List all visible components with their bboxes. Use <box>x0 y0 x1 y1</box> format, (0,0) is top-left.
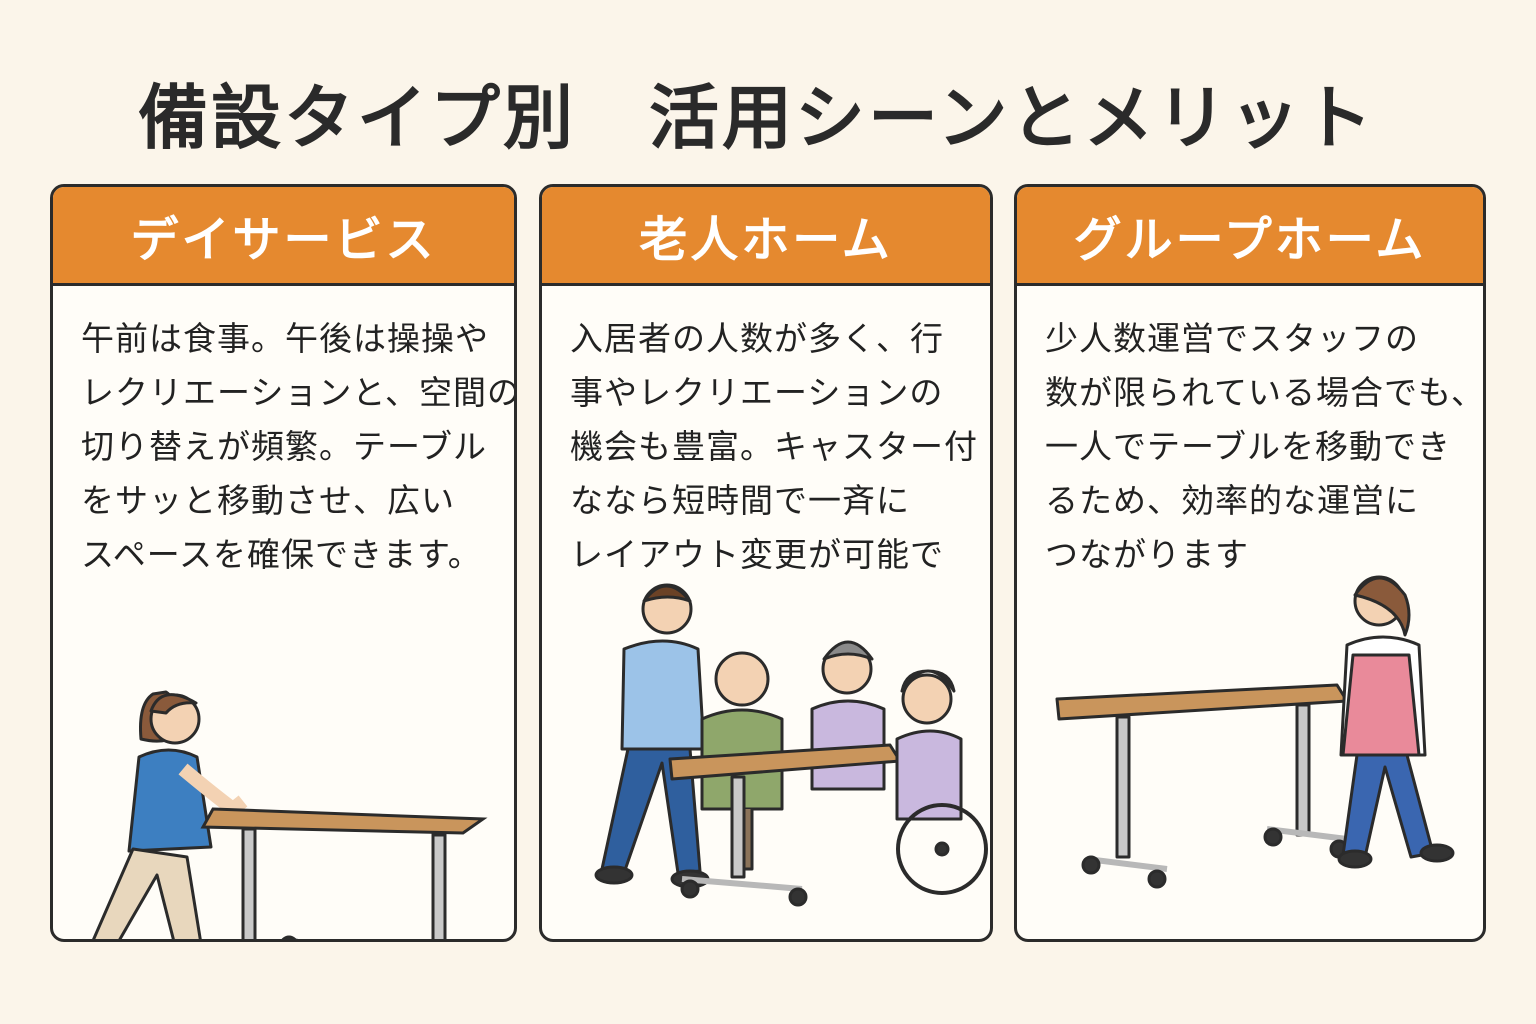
description-line: 数が限られている場合でも、 <box>1045 373 1486 412</box>
description-line: 切り替えが頻繁。テーブル <box>81 427 488 466</box>
description-line: 入居者の人数が多く、行 <box>570 319 944 358</box>
table-figure <box>200 807 488 939</box>
description-line: レイアウト変更が可能で <box>570 535 944 574</box>
card-group-home: グループホーム 少人数運営でスタッフの 数が限られている場合でも、 一人でテーブ… <box>1014 184 1486 942</box>
resident-in-wheelchair <box>895 669 988 895</box>
description-line: スペースを確保できます。 <box>81 535 482 574</box>
description-line: をサッと移動させ、広い <box>81 481 455 520</box>
description-line: 午前は食事。午後は操操や <box>81 319 489 358</box>
caregiver-figure <box>1337 575 1455 869</box>
residents-around-table-illustration <box>594 583 988 907</box>
table-figure <box>1055 683 1349 889</box>
table-figure <box>668 743 902 907</box>
description-line: レクリエーションと、空間の <box>81 373 517 412</box>
card-description: 入居者の人数が多く、行 事やレクリエーションの 機会も豊富。キャスター付 ななら… <box>542 286 990 582</box>
description-line: つながります <box>1045 535 1249 574</box>
description-line: 少人数運営でスタッフの <box>1045 319 1419 358</box>
card-nursing-home: 老人ホーム 入居者の人数が多く、行 事やレクリエーションの 機会も豊富。キャスタ… <box>539 184 993 942</box>
caregiver-moving-table-illustration <box>1055 575 1455 889</box>
description-line: ななら短時間で一斉に <box>570 481 910 520</box>
description-line: 機会も豊富。キャスター付 <box>570 427 978 466</box>
description-line: 一人でテーブルを移動でき <box>1045 427 1452 466</box>
description-line: 事やレクリエーションの <box>570 373 944 412</box>
staff-figure <box>92 690 248 939</box>
card-heading: グループホーム <box>1017 187 1483 286</box>
card-description: 少人数運営でスタッフの 数が限られている場合でも、 一人でテーブルを移動でき る… <box>1017 286 1483 582</box>
card-heading: デイサービス <box>53 187 514 286</box>
staff-figure <box>594 583 710 889</box>
description-line: るため、効率的な運営に <box>1045 481 1419 520</box>
card-day-service: デイサービス 午前は食事。午後は操操や レクリエーションと、空間の 切り替えが頻… <box>50 184 517 942</box>
staff-moving-table-illustration <box>92 690 488 939</box>
page-title: 備設タイプ別 活用シーンとメリット <box>138 77 1376 159</box>
card-heading: 老人ホーム <box>542 187 990 286</box>
card-description: 午前は食事。午後は操操や レクリエーションと、空間の 切り替えが頻繁。テーブル … <box>53 286 514 582</box>
